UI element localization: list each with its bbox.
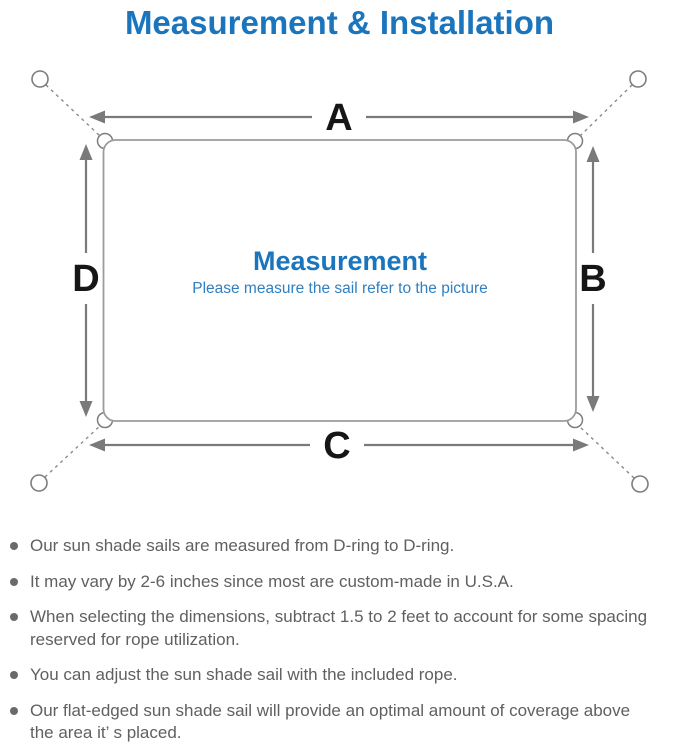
sail-outline (102, 139, 577, 422)
bullet-icon (10, 577, 18, 586)
bullet-icon (10, 706, 18, 715)
bullet-icon (10, 671, 18, 679)
dimension-arrow-d (79, 144, 93, 417)
diagram-center-title: Measurement (253, 246, 427, 276)
list-item: Our flat-edged sun shade sail will provi… (10, 700, 671, 745)
arrowhead-right-icon (573, 110, 589, 124)
dimension-arrow-b (586, 146, 600, 412)
note-text: You can adjust the sun shade sail with t… (30, 665, 458, 684)
note-text: When selecting the dimensions, subtract … (30, 607, 648, 649)
dimension-label-c: C (323, 425, 350, 467)
arrowhead-up-icon (79, 144, 93, 160)
page-title: Measurement & Installation (124, 4, 555, 41)
list-item: When selecting the dimensions, subtract … (10, 606, 671, 651)
tether-line-bottom-right (577, 424, 635, 479)
arrowhead-left-icon (89, 438, 105, 452)
dimension-label-b: B (579, 258, 606, 300)
tether-line-top-right (578, 84, 633, 138)
list-item: It may vary by 2-6 inches since most are… (10, 571, 671, 594)
anchor-ring-bottom-left (30, 474, 48, 492)
bullet-icon (10, 613, 18, 621)
anchor-ring-top-right (629, 70, 647, 88)
dimension-arrow-c (89, 438, 589, 452)
anchor-ring-top-left (31, 70, 49, 88)
tether-line-top-left (45, 84, 102, 138)
anchor-ring-bottom-right (631, 475, 649, 493)
arrowhead-right-icon (573, 438, 589, 452)
list-item: Our sun shade sails are measured from D-… (10, 535, 671, 558)
tether-line-bottom-left (44, 424, 102, 478)
arrowhead-left-icon (89, 110, 105, 124)
arrowhead-down-icon (79, 401, 93, 417)
note-text: Our sun shade sails are measured from D-… (30, 536, 455, 555)
measurement-diagram: A C D B Measurement Please measure the s… (0, 60, 679, 515)
bullet-icon (10, 542, 18, 550)
dimension-arrow-a (89, 110, 589, 124)
note-text: Our flat-edged sun shade sail will provi… (30, 700, 631, 743)
dimension-label-d: D (72, 258, 99, 300)
arrowhead-up-icon (586, 146, 600, 162)
note-text: It may vary by 2-6 inches since most are… (30, 571, 514, 591)
dimension-label-a: A (325, 97, 352, 139)
arrowhead-down-icon (586, 396, 600, 412)
notes-list: Our sun shade sails are measured from D-… (0, 515, 679, 745)
diagram-center-subtitle: Please measure the sail refer to the pic… (192, 280, 488, 297)
list-item: You can adjust the sun shade sail with t… (10, 664, 671, 687)
